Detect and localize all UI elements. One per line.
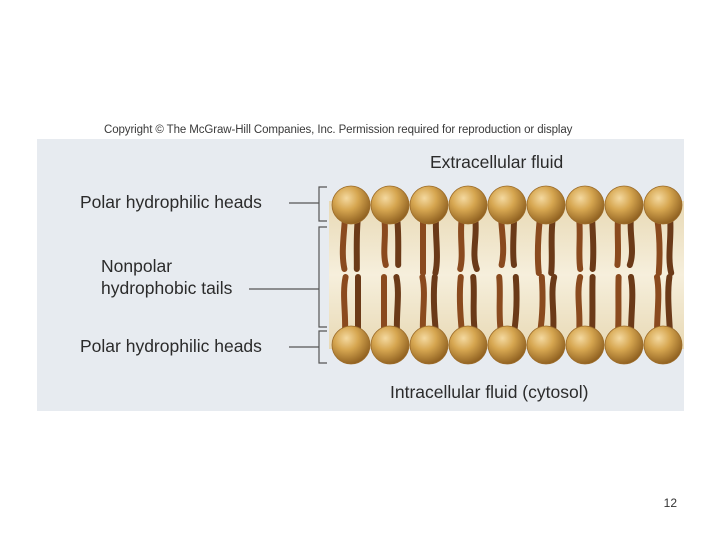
lipid-tail [589,214,597,272]
lipid-tail [549,274,558,336]
lipid-tail [471,214,480,272]
lipid-head [526,325,566,365]
page-number: 12 [663,496,677,510]
extracellular-fluid-label: Extracellular fluid [430,152,564,172]
lipid-head [565,325,605,365]
lipid-tail [511,274,520,336]
hydrophilic-heads [331,185,683,365]
polar-heads-top-label: Polar hydrophilic heads [80,192,262,212]
lipid-tail [430,274,439,336]
lipid-head [448,325,488,365]
lipid-tail [534,214,543,276]
lipid-head [370,325,410,365]
polar-heads-bottom-label: Polar hydrophilic heads [80,336,262,356]
lipid-tail [615,274,622,336]
lipid-tail [339,214,348,272]
lipid-head [487,325,527,365]
lipid-tail [626,214,635,268]
lipid-head [604,185,644,225]
lipid-head [643,325,683,365]
lipid-tail [456,274,465,336]
lipid-head [643,185,683,225]
leader-line [318,330,327,364]
membrane-diagram: Extracellular fluid Intracellular fluid … [37,139,684,411]
lipid-head [604,325,644,365]
lipid-tail [470,274,478,336]
membrane-core-band [329,201,684,349]
lipid-tail [393,274,401,336]
lipid-head [565,185,605,225]
label-leader-lines [249,186,327,364]
leader-line [318,186,327,222]
lipid-tail [548,214,556,276]
lipid-head [487,185,527,225]
tails-label-line1: Nonpolar [101,256,173,276]
lipid-tail [654,274,662,336]
lipid-tail [510,214,517,268]
lipid-tail [654,214,663,276]
intracellular-fluid-label: Intracellular fluid (cytosol) [390,382,589,402]
lipid-tail [614,214,622,268]
lipid-tail [665,274,673,336]
lipid-tail [394,214,402,268]
lipid-tail [457,214,465,272]
copyright-notice: Copyright © The McGraw-Hill Companies, I… [104,124,573,136]
nonpolar-tails-label: Nonpolar hydrophobic tails [101,255,232,299]
tails-label-line2: hydrophobic tails [101,278,233,298]
lipid-tail [353,214,361,272]
lipid-head [331,325,371,365]
lipid-tail [589,274,596,336]
phospholipid-bilayer-illustration [37,139,684,411]
lipid-tail [419,274,427,336]
lipid-tail [576,214,584,272]
lipid-tail [381,214,389,268]
lipid-head [409,185,449,225]
lipid-tail [496,274,504,336]
leader-line [318,226,327,328]
lipid-head [409,325,449,365]
lipid-head [331,185,371,225]
lipid-head [448,185,488,225]
lipid-tail [537,274,546,336]
lipid-tail [628,274,636,336]
lipid-tail [432,214,440,276]
lipid-tail [341,274,349,336]
lipid-head [370,185,410,225]
lipid-tail [575,274,584,336]
lipid-head [526,185,566,225]
lipid-tail [498,214,507,268]
lipid-tail [666,214,675,276]
